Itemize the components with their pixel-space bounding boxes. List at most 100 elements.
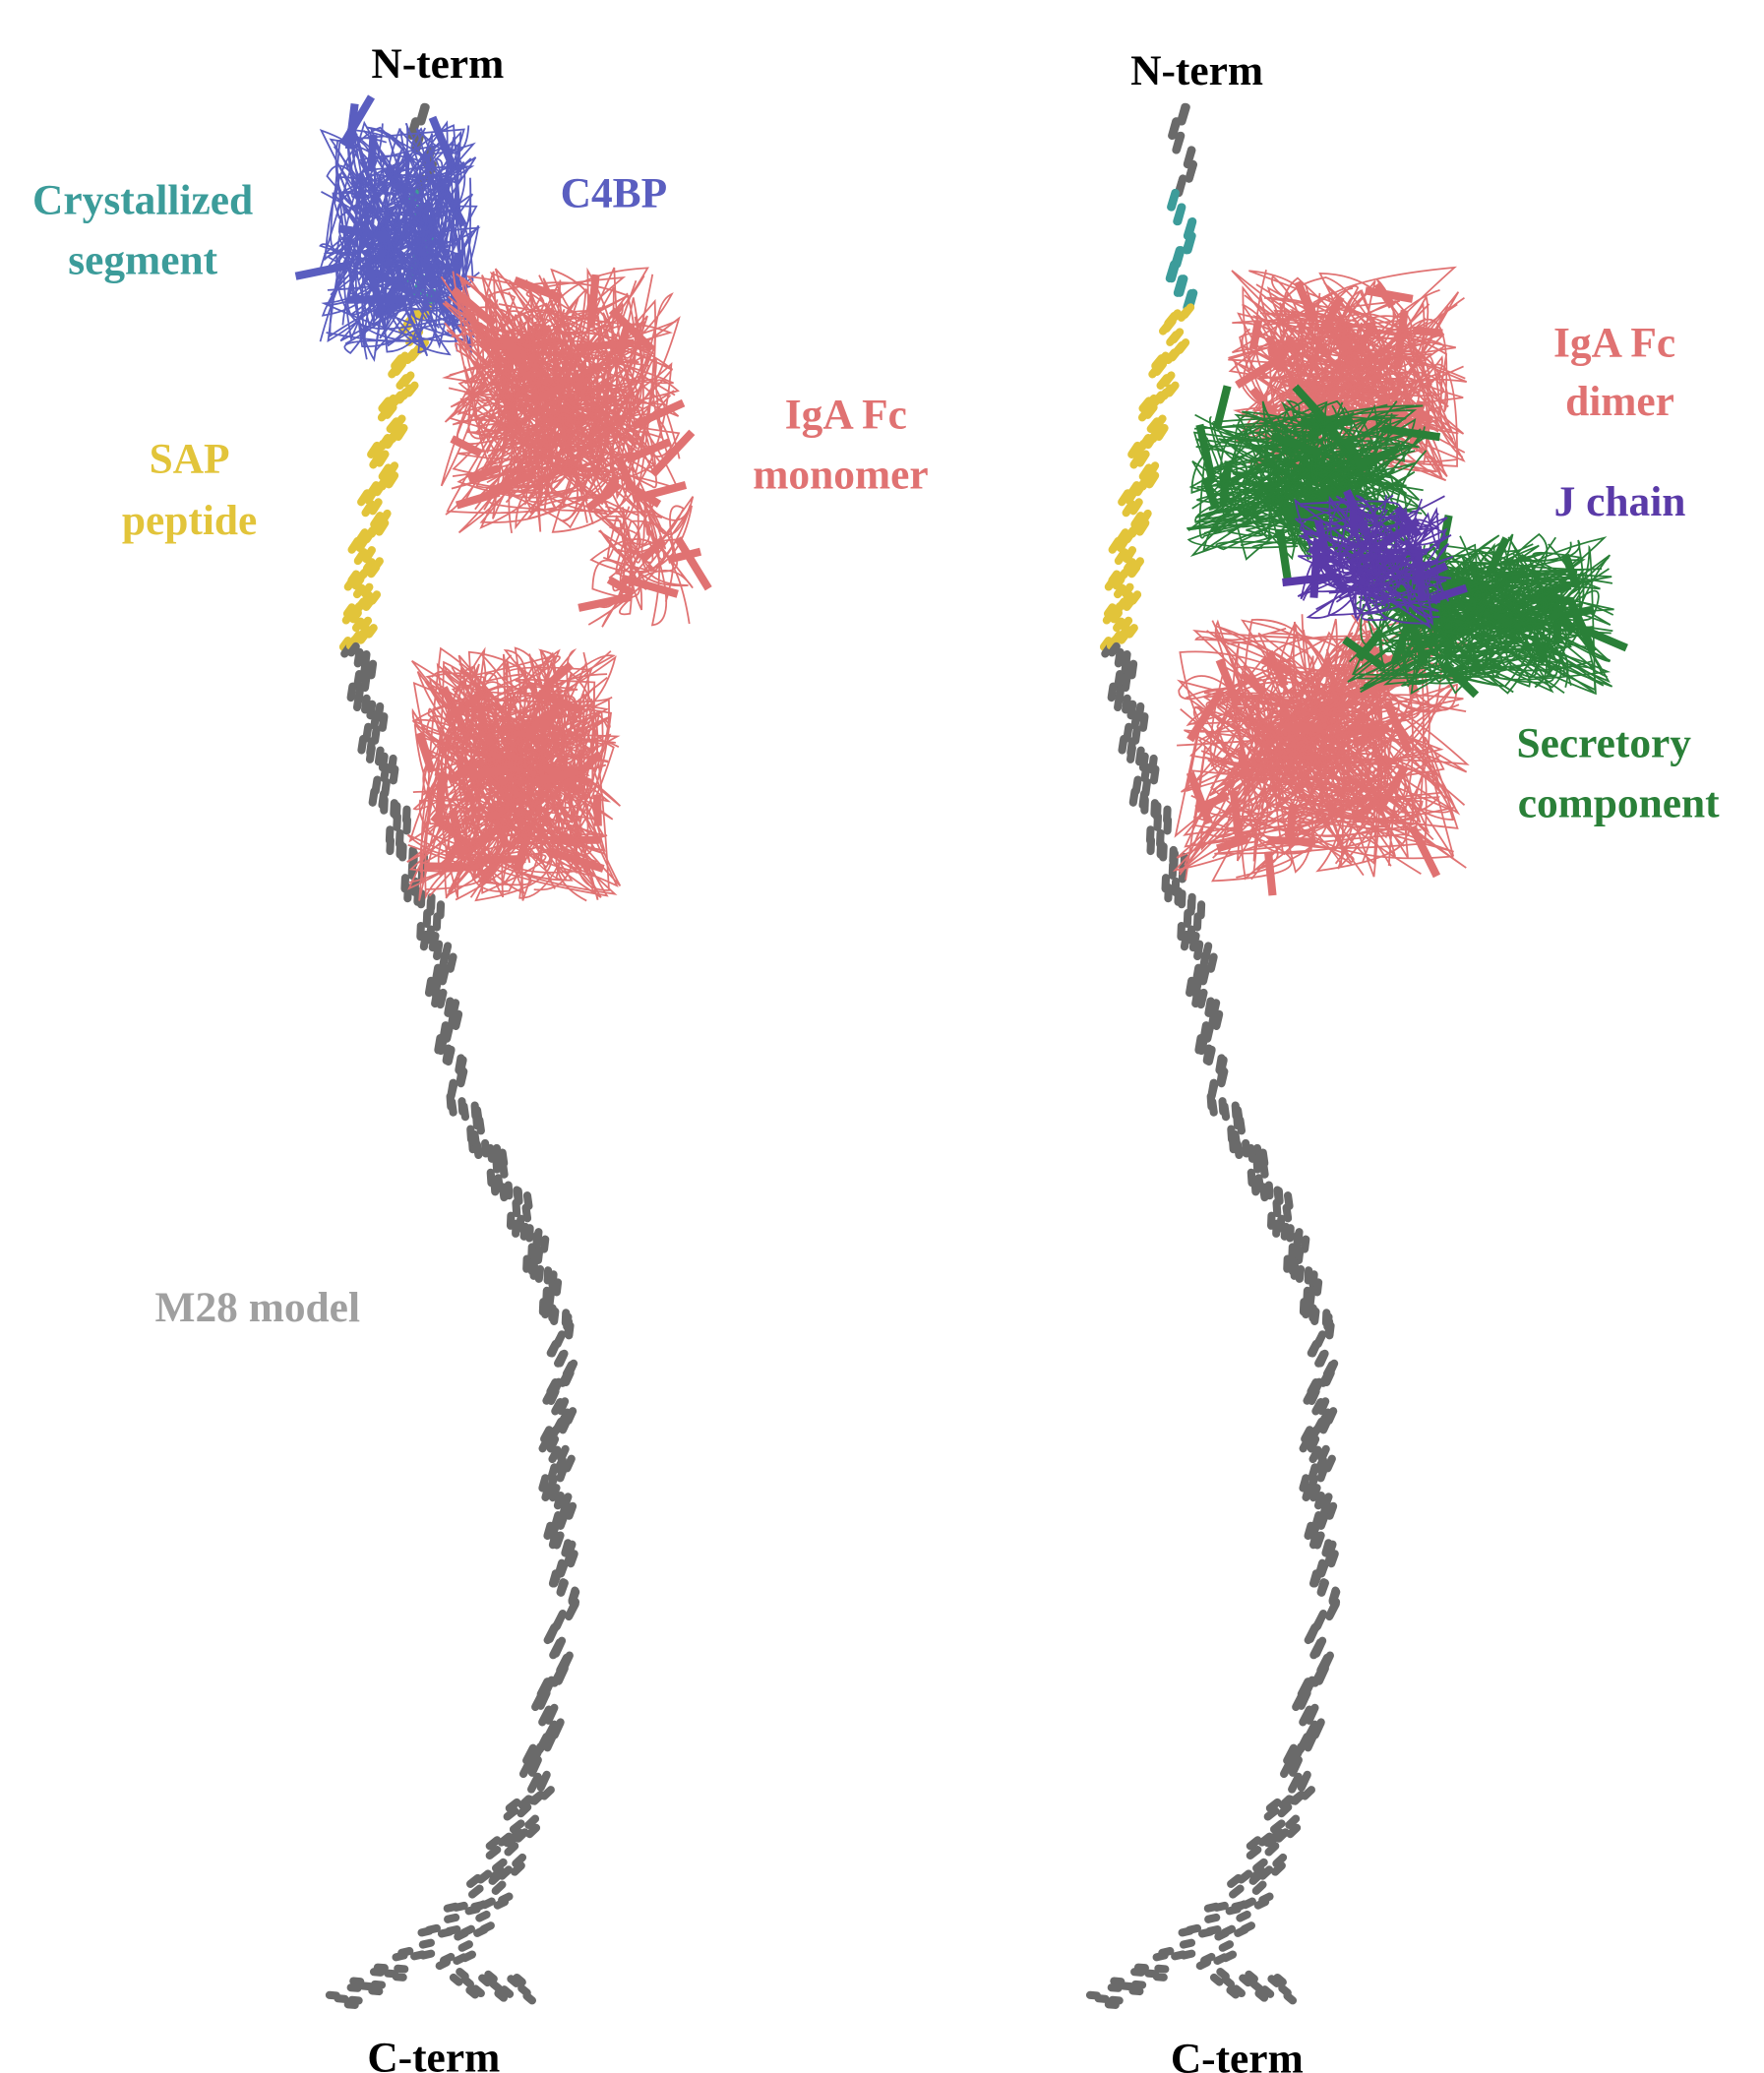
m28-helix-strand-a [1128,1986,1144,1996]
m28-helix-strand-a [1252,1858,1268,1872]
m28-helix-strand-b [1162,317,1177,334]
m28-helix-strand-b [459,1102,470,1122]
m28-helix-strand-a [343,2000,359,2009]
iga-fc-monomer-tail-strand [578,592,633,612]
m28-helix-strand-a [362,722,373,743]
m28-helix-strand-a [1123,722,1133,743]
m28-helix-strand-b [507,1975,520,1987]
m28-helix-strand-b [1258,1183,1269,1202]
m28-helix-strand-b [517,1795,533,1809]
m28-helix-strand-b [362,596,376,611]
iga-fc-monomer-upper-strand [586,274,600,329]
m28-helix-strand-a [437,1927,455,1938]
iga-fc-monomer-upper-loop [467,302,680,443]
m28-helix-strand-b [373,479,388,497]
m28-helix-strand-b [404,381,419,397]
iga-fc-dimer-upper-loop [1306,266,1458,420]
m28-helix-strand-a [1186,976,1196,998]
iga-fc-monomer-lower-loop [414,701,619,898]
m28-helix-strand-b [1127,659,1138,680]
m28-helix-strand-b [436,988,448,1009]
m28-helix-strand-a [527,1772,542,1794]
m28-helix-strand-a [392,1973,407,1982]
iga-fc-monomer-tail-loop [592,497,694,589]
m28-helix-strand-a [504,1181,514,1200]
m28-helix-strand-b [1319,1416,1332,1434]
m28-helix-strand-b [1152,360,1168,376]
m28-helix-strand-b [1112,575,1125,590]
m28-helix-strand-a [338,637,352,651]
m28-helix-strand-a [538,1474,550,1493]
m28-helix-strand-b [1195,1958,1212,1971]
m28-helix-strand-b [503,1832,518,1848]
m28-helix-strand-b [1128,498,1143,516]
m28-helix-strand-a [505,1798,521,1812]
m28-helix-strand-a [347,1995,363,2005]
iga-fc-monomer-lower-strand [467,764,509,780]
m28-helix-strand-b [1209,999,1221,1019]
crystallized-segment-label-line1: Crystallized [32,176,253,223]
m28-helix-strand-b [521,1203,532,1223]
m28-helix-strand-b [1282,1203,1293,1223]
m28-helix-strand-b [1320,1493,1333,1511]
m28-helix-strand-b [1208,1097,1218,1117]
m28-helix-strand-a [1299,1434,1312,1453]
m28-helix-strand-a [369,1968,386,1977]
m28-helix-strand-b [1106,635,1120,650]
m28-helix-strand-b [550,1569,562,1588]
m28-helix-strand-b [1143,403,1158,419]
j-chain-strand [1413,545,1427,602]
m28-helix-strand-b [524,1814,540,1829]
m28-helix-strand-a [357,734,368,755]
m28-helix-strand-b [1276,1214,1286,1233]
m28-helix-strand-b [1180,303,1195,320]
m28-helix-strand-a [1299,1474,1310,1493]
secretory-component-upper-loop [1218,399,1395,518]
m28-helix-strand-b [1317,1444,1330,1463]
m28-helix-strand-a [1104,576,1118,591]
m28-helix-strand-b [452,1009,463,1030]
m28-helix-strand-a [1144,1969,1160,1979]
iga-fc-dimer-label-line2: dimer [1565,378,1674,425]
m28-helix-strand-b [428,931,440,952]
m28-helix-strand-b [1283,1991,1298,2005]
j-chain-label: J chain [1554,478,1686,525]
m28-helix-strand-b [1143,394,1159,410]
iga-fc-monomer-upper-loop [481,353,649,520]
m28-helix-strand-b [504,1842,519,1857]
m28-helix-strand-a [1204,997,1215,1017]
m28-helix-strand-b [1280,1222,1290,1241]
m28-helix-strand-b [349,608,362,624]
m28-helix-strand-a [1304,1521,1315,1541]
m28-helix-strand-b [514,1828,529,1843]
m28-helix-strand-a [1099,637,1113,651]
m28-helix-strand-a [509,1819,525,1834]
m28-helix-strand-a [1263,1806,1280,1821]
m28-helix-strand-b [1294,1246,1305,1265]
m28-helix-strand-b [1306,1290,1315,1309]
secretory-component-upper-strand [1213,385,1232,429]
m28-helix-strand-b [407,345,422,362]
m28-helix-strand-b [1212,1009,1224,1030]
m28-helix-strand-a [1107,682,1118,702]
iga-fc-monomer-lower-loop [461,661,587,879]
m28-helix-strand-b [471,1984,485,1998]
m28-helix-strand-b [545,1621,560,1643]
m28-helix-strand-b [1308,1522,1320,1541]
iga-fc-monomer-lower-loop [412,686,605,898]
m28-helix-strand-b [1121,649,1131,670]
m28-helix-strand-b [563,1454,576,1473]
m28-helix-strand-b [1115,685,1125,704]
iga-fc-monomer-tail-strand [639,536,666,563]
left-molecule-m28-c4bp-iga-monomer [294,94,712,2009]
iga-fc-monomer-lower-loop [408,730,585,873]
m28-helix-strand-b [548,1484,561,1502]
m28-helix-strand-a [466,1873,482,1888]
m28-helix-strand-a [1113,583,1126,599]
m28-helix-strand-b [1135,518,1150,536]
iga-fc-monomer-lower-strand [434,772,447,827]
c4bp-loop [352,129,456,357]
m28-helix-strand-b [1306,1621,1320,1643]
m28-helix-strand-b [1191,977,1203,998]
m28-helix-strand-b [562,1369,575,1387]
